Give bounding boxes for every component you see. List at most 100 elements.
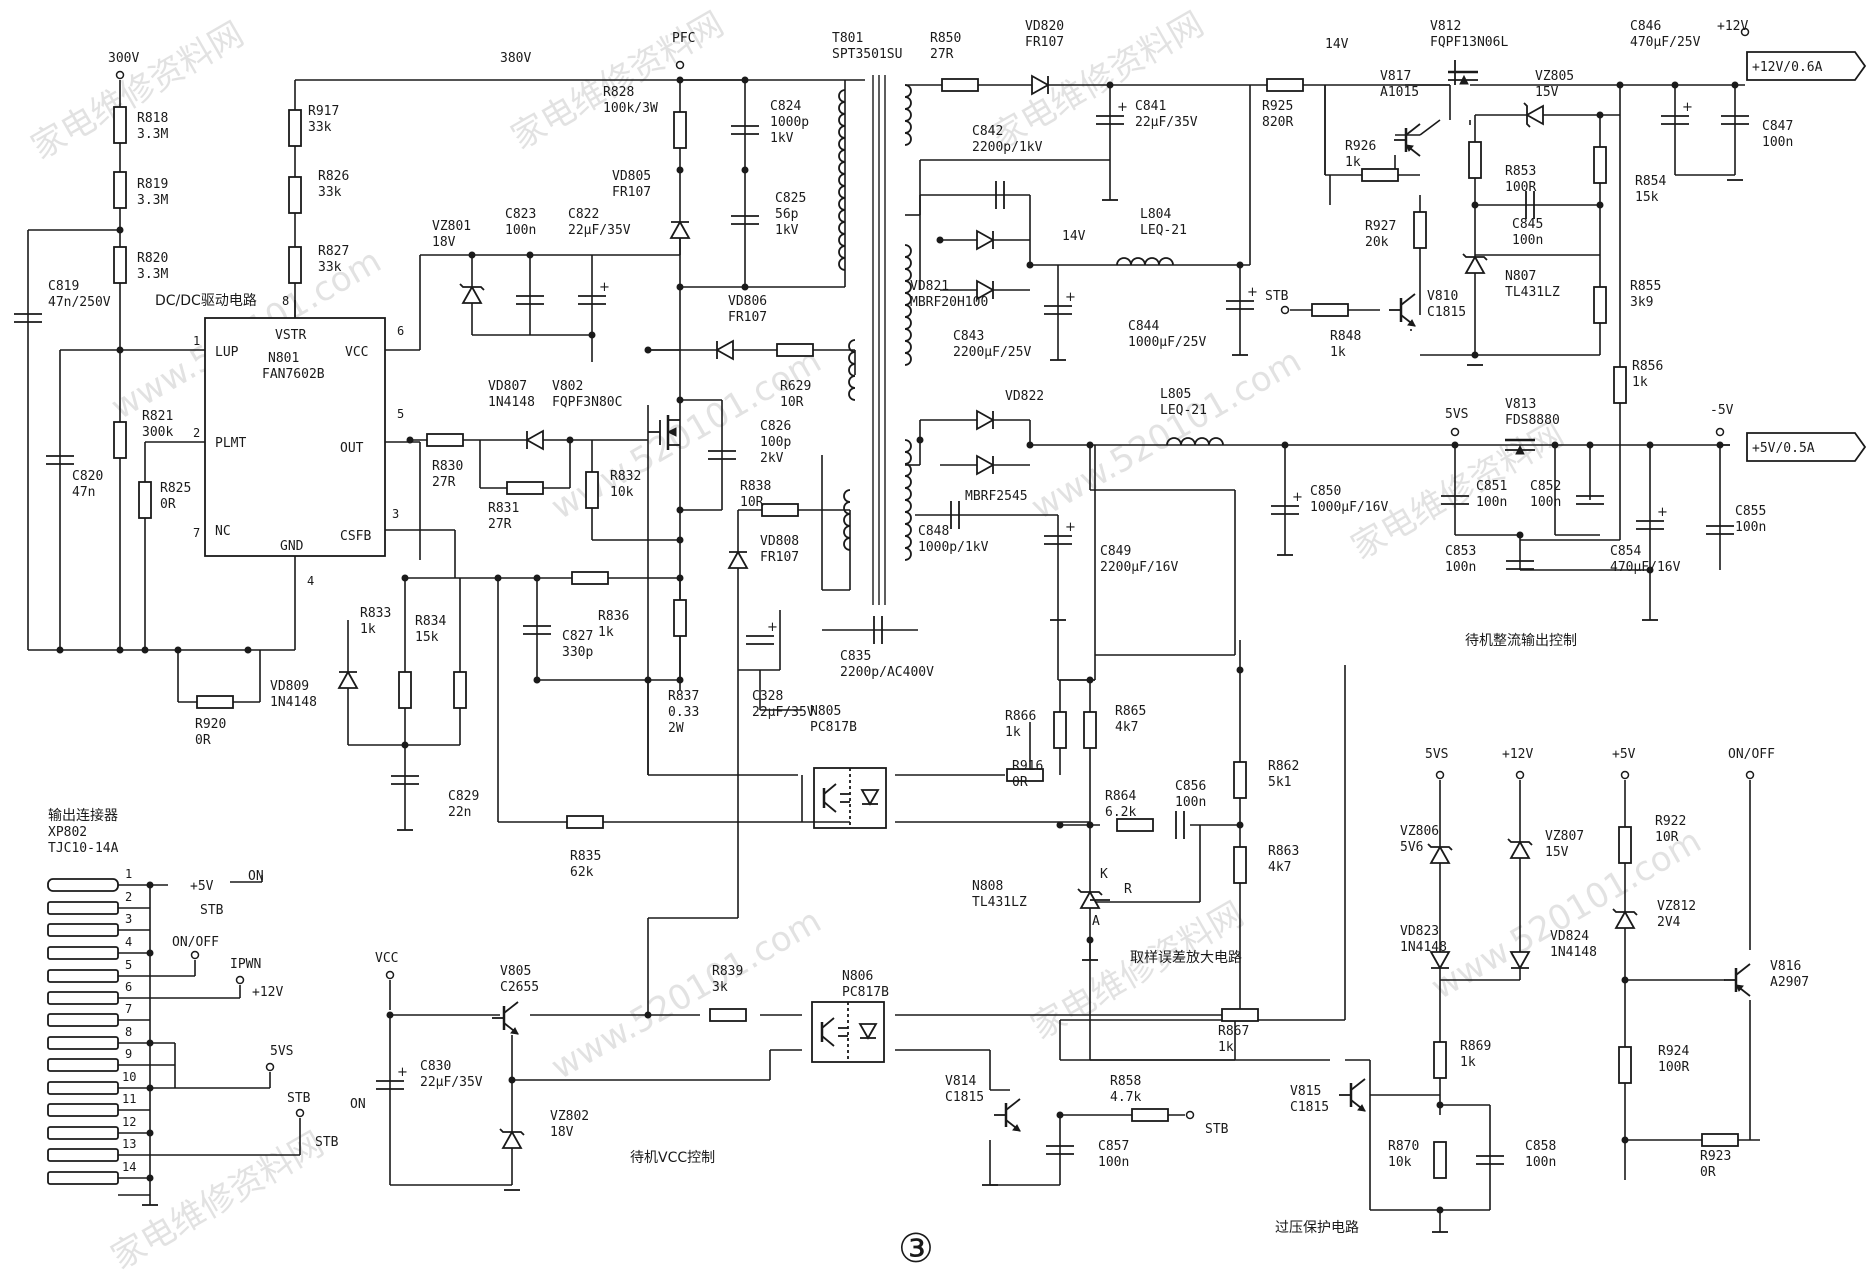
component-label-c824: 1kV [770, 131, 794, 146]
component-label-r870: 10k [1388, 1155, 1412, 1170]
ic-n801-body [204, 317, 386, 557]
component-label-r830: 27R [432, 475, 456, 490]
component-label-xp802: XP802 [48, 825, 87, 840]
conn-pin-num: 11 [122, 1092, 136, 1106]
component-label-r920: 0R [195, 733, 211, 748]
component-label-vd823: 1N4148 [1400, 940, 1447, 955]
section-standby-out: 待机整流输出控制 [1465, 633, 1577, 649]
component-label-r923: R923 [1700, 1149, 1731, 1164]
component-label-r821: 300k [142, 425, 173, 440]
component-label-r922: 10R [1655, 830, 1679, 845]
component-label-c854: 470μF/16V [1610, 560, 1681, 575]
component-label-v814: V814 [945, 1074, 976, 1089]
component-label-r819: 3.3M [137, 193, 168, 208]
component-label-v813: FDS8880 [1505, 413, 1560, 428]
component-label-r835: R835 [570, 849, 601, 864]
component-label-c830: 22μF/35V [420, 1075, 483, 1090]
component-label-r927: 20k [1365, 235, 1389, 250]
component-label-r923: 0R [1700, 1165, 1716, 1180]
rail-vcc: VCC [375, 951, 398, 966]
conn-pin-num: 7 [125, 1002, 132, 1016]
component-label-vz802: VZ802 [550, 1109, 589, 1124]
conn-sig-stb3: STB [315, 1135, 339, 1150]
ic-pin-num-1: 1 [193, 334, 200, 348]
component-label-c823: C823 [505, 207, 536, 222]
component-labels: R8183.3MR8193.3MR8203.3MC81947n/250VR821… [48, 19, 1809, 1180]
component-label-n806: PC817B [842, 985, 889, 1000]
component-label-c827: C827 [562, 629, 593, 644]
component-label-c822: 22μF/35V [568, 223, 631, 238]
component-label-r917: 33k [308, 120, 332, 135]
component-label-c844: 1000μF/25V [1128, 335, 1206, 350]
ic-pin-gnd: GND [280, 539, 304, 554]
component-label-r924: R924 [1658, 1044, 1689, 1059]
component-label-vd806: FR107 [728, 310, 767, 325]
component-label-r927: R927 [1365, 219, 1396, 234]
component-label-c829: 22n [448, 805, 471, 820]
component-label-vz805: VZ805 [1535, 69, 1574, 84]
component-label-r924: 100R [1658, 1060, 1689, 1075]
component-label-c819: 47n/250V [48, 295, 111, 310]
component-label-n806: N806 [842, 969, 873, 984]
component-label-l804: LEQ-21 [1140, 223, 1187, 238]
conn-pin-num: 13 [122, 1137, 136, 1151]
component-label-r870: R870 [1388, 1139, 1419, 1154]
component-label-r833: R833 [360, 606, 391, 621]
component-label-c853: C853 [1445, 544, 1476, 559]
component-label-v805: V805 [500, 964, 531, 979]
component-label-r831: 27R [488, 517, 512, 532]
ic-pin-num-6: 6 [397, 324, 404, 338]
component-label-r855: R855 [1630, 279, 1661, 294]
component-label-c854: C854 [1610, 544, 1641, 559]
component-label-r831: R831 [488, 501, 519, 516]
component-label-vd823: VD823 [1400, 924, 1439, 939]
tl431-k: K [1100, 867, 1108, 882]
component-label-r833: 1k [360, 622, 376, 637]
component-label-r834: R834 [415, 614, 446, 629]
component-label-r848: 1k [1330, 345, 1346, 360]
component-label-r832: 10k [610, 485, 634, 500]
component-label-c826: 100p [760, 435, 791, 450]
component-label-r832: R832 [610, 469, 641, 484]
component-label-vd822: VD822 [1005, 389, 1044, 404]
component-label-r827: 33k [318, 260, 342, 275]
component-label-c851: 100n [1476, 495, 1507, 510]
component-label-vd821: MBRF20H100 [910, 295, 988, 310]
component-label-c845: C845 [1512, 217, 1543, 232]
transformer-ref: T801 [832, 31, 863, 46]
component-label-r853: 100R [1505, 180, 1536, 195]
component-label-c820: C820 [72, 469, 103, 484]
component-label-r629: 10R [780, 395, 804, 410]
conn-pin-num: 14 [122, 1160, 136, 1174]
ovp-5v: +5V [1612, 747, 1636, 762]
component-label-r834: 15k [415, 630, 439, 645]
component-label-n807: N807 [1505, 269, 1536, 284]
ic-pin-out: OUT [340, 441, 364, 456]
rail-14v-2: 14V [1062, 229, 1086, 244]
component-label-r864: R864 [1105, 789, 1136, 804]
component-label-xp802: 输出连接器 [48, 807, 118, 824]
component-label-r837: 2W [668, 721, 684, 736]
component-label-n808: TL431LZ [972, 895, 1027, 910]
rail-5vs: 5VS [1445, 407, 1468, 422]
component-label-c852: C852 [1530, 479, 1561, 494]
component-label-c820: 47n [72, 485, 95, 500]
component-label-vz805: 15V [1535, 85, 1559, 100]
watermark-url: www.520101.com [545, 901, 829, 1088]
component-label-c849: 2200μF/16V [1100, 560, 1178, 575]
component-label-r828: 100k/3W [603, 101, 658, 116]
component-label-r866: 1k [1005, 725, 1021, 740]
component-label-c826: C826 [760, 419, 791, 434]
component-label-r863: R863 [1268, 844, 1299, 859]
component-label-c850: C850 [1310, 484, 1341, 499]
component-label-n805: PC817B [810, 720, 857, 735]
out-12v-tag: +12V/0.6A [1752, 60, 1823, 75]
component-label-c843: C843 [953, 329, 984, 344]
component-label-c844: C844 [1128, 319, 1159, 334]
component-label-vd820: FR107 [1025, 35, 1064, 50]
component-label-r826: R826 [318, 169, 349, 184]
ovp-5vs: 5VS [1425, 747, 1448, 762]
component-label-r865: R865 [1115, 704, 1146, 719]
component-label-r916: 0R [1012, 775, 1028, 790]
